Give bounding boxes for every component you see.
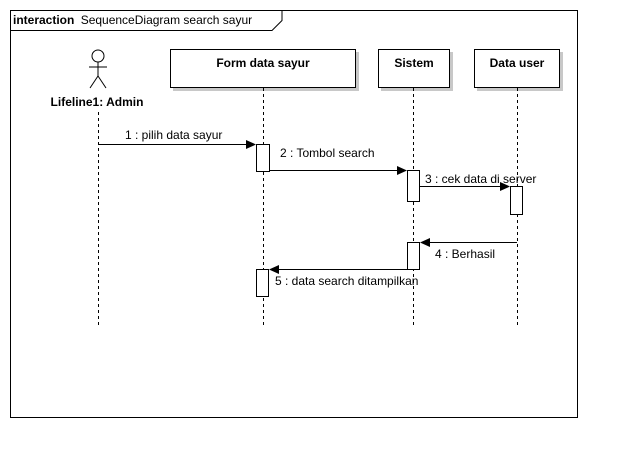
actor-leg-right <box>97 75 107 89</box>
lifeline-sistem[interactable]: Sistem <box>378 49 450 88</box>
message-label: 2 : Tombol search <box>280 146 375 160</box>
lifeline-label: Sistem <box>394 56 433 70</box>
activation-form-1 <box>256 144 270 172</box>
message-4[interactable]: 4 : Berhasil <box>420 238 517 261</box>
lifeline-label: Form data sayur <box>216 56 310 70</box>
message-label: 3 : cek data di server <box>425 172 536 186</box>
frame-title: interaction SequenceDiagram search sayur <box>13 13 252 27</box>
message-arrowhead <box>397 166 407 175</box>
lifeline-head-box <box>170 49 356 88</box>
activation-sistem-1 <box>407 170 420 202</box>
actor-label: Lifeline1: Admin <box>51 95 144 109</box>
actor-admin[interactable]: Lifeline1: Admin <box>51 49 144 109</box>
message-label: 5 : data search ditampilkan <box>275 274 418 288</box>
message-2[interactable]: 2 : Tombol search <box>270 146 407 175</box>
message-arrowhead <box>246 140 256 149</box>
actor-head <box>91 49 105 63</box>
lifeline-data-user[interactable]: Data user <box>474 49 560 88</box>
message-3[interactable]: 3 : cek data di server <box>420 172 536 191</box>
lifeline-head-box <box>378 49 450 88</box>
message-label: 4 : Berhasil <box>435 247 495 261</box>
lifeline-head-box <box>474 49 560 88</box>
activation-sistem-2 <box>407 242 420 270</box>
message-arrowhead <box>269 265 279 274</box>
activation-form-2 <box>256 269 269 297</box>
message-arrowhead <box>500 182 510 191</box>
frame-keyword: interaction <box>13 13 74 27</box>
message-arrowhead <box>420 238 430 247</box>
actor-leg-left <box>89 75 99 89</box>
activation-data-user <box>510 186 523 215</box>
lifeline-form-data-sayur[interactable]: Form data sayur <box>170 49 356 88</box>
frame-tab <box>10 10 283 31</box>
message-5[interactable]: 5 : data search ditampilkan <box>269 265 418 288</box>
lifeline-label: Data user <box>490 56 545 70</box>
frame-name: SequenceDiagram search sayur <box>81 13 252 27</box>
message-label: 1 : pilih data sayur <box>125 128 222 142</box>
message-1[interactable]: 1 : pilih data sayur <box>99 128 256 149</box>
